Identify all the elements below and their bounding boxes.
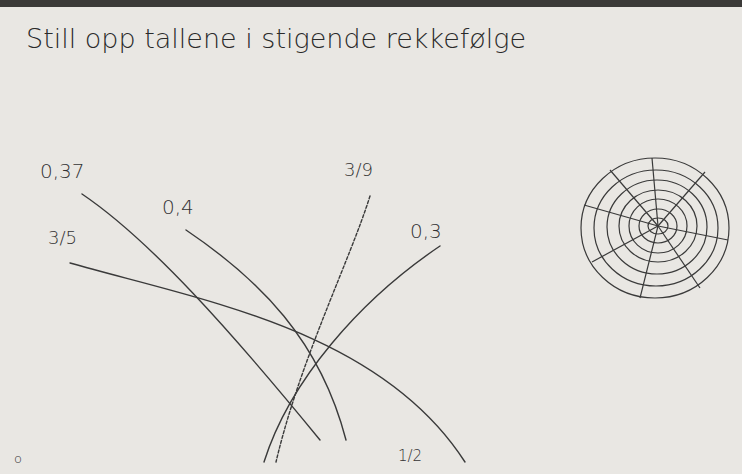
- curve-line: [264, 246, 440, 462]
- number-label: 0,4: [162, 196, 194, 218]
- number-label: 0,3: [410, 220, 442, 242]
- photo-edge: [0, 0, 742, 7]
- number-label: 3/9: [344, 160, 373, 180]
- number-label: 1/2: [398, 448, 422, 465]
- worksheet-title: Still opp tallene i stigende rekkefølge: [26, 24, 526, 54]
- number-label: 3/5: [48, 228, 77, 248]
- number-label: o: [14, 452, 22, 466]
- curve-line: [276, 196, 370, 462]
- matching-lines: [70, 194, 465, 462]
- curve-line: [186, 230, 346, 440]
- spiral-drawing: [581, 158, 729, 298]
- curve-line: [70, 263, 465, 462]
- number-label: 0,37: [40, 160, 85, 182]
